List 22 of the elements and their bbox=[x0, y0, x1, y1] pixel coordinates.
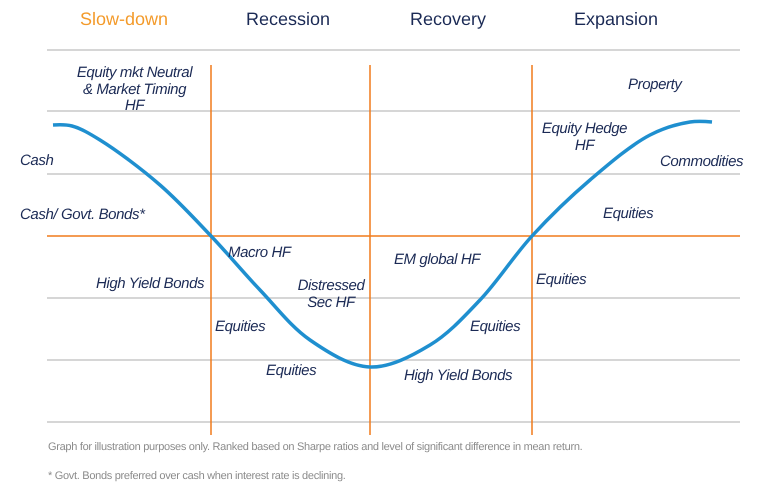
phase-heading: Recession bbox=[246, 10, 330, 30]
asset-label: Macro HF bbox=[228, 245, 291, 262]
footnote: * Govt. Bonds preferred over cash when interest rate is declining. bbox=[48, 470, 346, 482]
phase-heading: Recovery bbox=[410, 10, 486, 30]
asset-label: EM global HF bbox=[392, 252, 482, 268]
footnote: Graph for illustration purposes only. Ranked based on Sharpe ratios and level of significant difference in mean return. bbox=[48, 441, 582, 454]
asset-label: Equities bbox=[603, 206, 654, 222]
asset-label: Equities bbox=[470, 319, 520, 336]
asset-label: Equity Hedge HF bbox=[540, 121, 628, 154]
asset-label: Distressed Sec HF bbox=[296, 278, 366, 311]
asset-label: Equities bbox=[215, 319, 266, 336]
asset-label: Property bbox=[628, 77, 682, 94]
asset-label: Commodities bbox=[660, 154, 744, 170]
asset-label: Equity mkt Neutral & Market Timing HF bbox=[76, 65, 194, 114]
asset-label: Cash/ Govt. Bonds* bbox=[20, 207, 145, 224]
asset-label: High Yield Bonds bbox=[404, 368, 512, 384]
asset-label: Equities bbox=[266, 363, 316, 380]
asset-label: Equities bbox=[536, 272, 586, 288]
phase-heading: Slow-down bbox=[80, 10, 168, 30]
asset-label: Cash bbox=[20, 153, 54, 170]
phase-heading: Expansion bbox=[574, 10, 658, 30]
asset-label: High Yield Bonds bbox=[96, 276, 204, 292]
